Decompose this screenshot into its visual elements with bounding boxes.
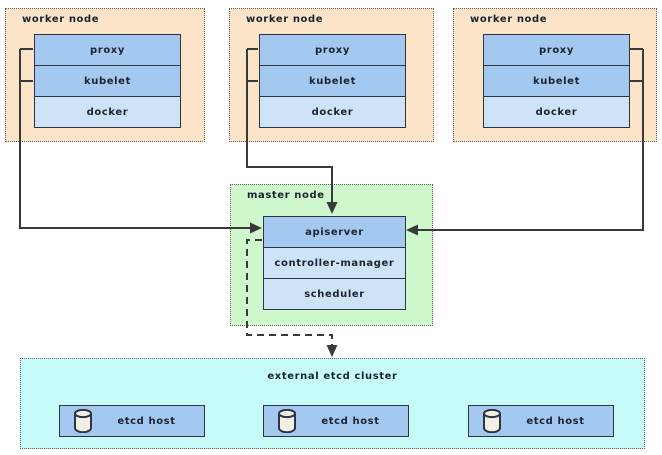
component-controller-manager: controller-manager <box>263 247 406 279</box>
etcd-host-3: etcd host <box>468 405 614 437</box>
component-docker: docker <box>483 96 630 128</box>
component-kubelet: kubelet <box>259 65 406 97</box>
worker-node-3-title: worker node <box>470 14 548 25</box>
component-proxy: proxy <box>259 34 406 66</box>
worker-node-2-components: proxy kubelet docker <box>259 34 406 128</box>
master-node: master node apiserver controller-manager… <box>230 184 433 326</box>
component-docker: docker <box>34 96 181 128</box>
component-apiserver: apiserver <box>263 216 406 248</box>
etcd-host-2: etcd host <box>263 405 409 437</box>
arrowhead-down <box>326 345 338 357</box>
worker-node-2-title: worker node <box>246 14 324 25</box>
component-scheduler: scheduler <box>263 278 406 310</box>
etcd-host-1: etcd host <box>59 405 205 437</box>
component-proxy: proxy <box>483 34 630 66</box>
component-proxy: proxy <box>34 34 181 66</box>
master-node-components: apiserver controller-manager scheduler <box>263 216 406 310</box>
etcd-host-label: etcd host <box>526 415 585 427</box>
database-icon <box>74 409 92 433</box>
worker-node-1-title: worker node <box>22 14 100 25</box>
database-icon <box>278 409 296 433</box>
worker-node-1: worker node proxy kubelet docker <box>5 8 205 142</box>
worker-node-3: worker node proxy kubelet docker <box>453 8 657 142</box>
database-icon <box>483 409 501 433</box>
component-docker: docker <box>259 96 406 128</box>
etcd-cluster-title: external etcd cluster <box>267 371 398 382</box>
master-node-title: master node <box>247 190 325 201</box>
worker-node-2: worker node proxy kubelet docker <box>229 8 434 142</box>
component-kubelet: kubelet <box>34 65 181 97</box>
etcd-host-label: etcd host <box>117 415 176 427</box>
external-etcd-cluster: external etcd cluster etcd host etcd hos… <box>20 358 645 449</box>
component-kubelet: kubelet <box>483 65 630 97</box>
worker-node-1-components: proxy kubelet docker <box>34 34 181 128</box>
worker-node-3-components: proxy kubelet docker <box>483 34 630 128</box>
etcd-host-label: etcd host <box>321 415 380 427</box>
